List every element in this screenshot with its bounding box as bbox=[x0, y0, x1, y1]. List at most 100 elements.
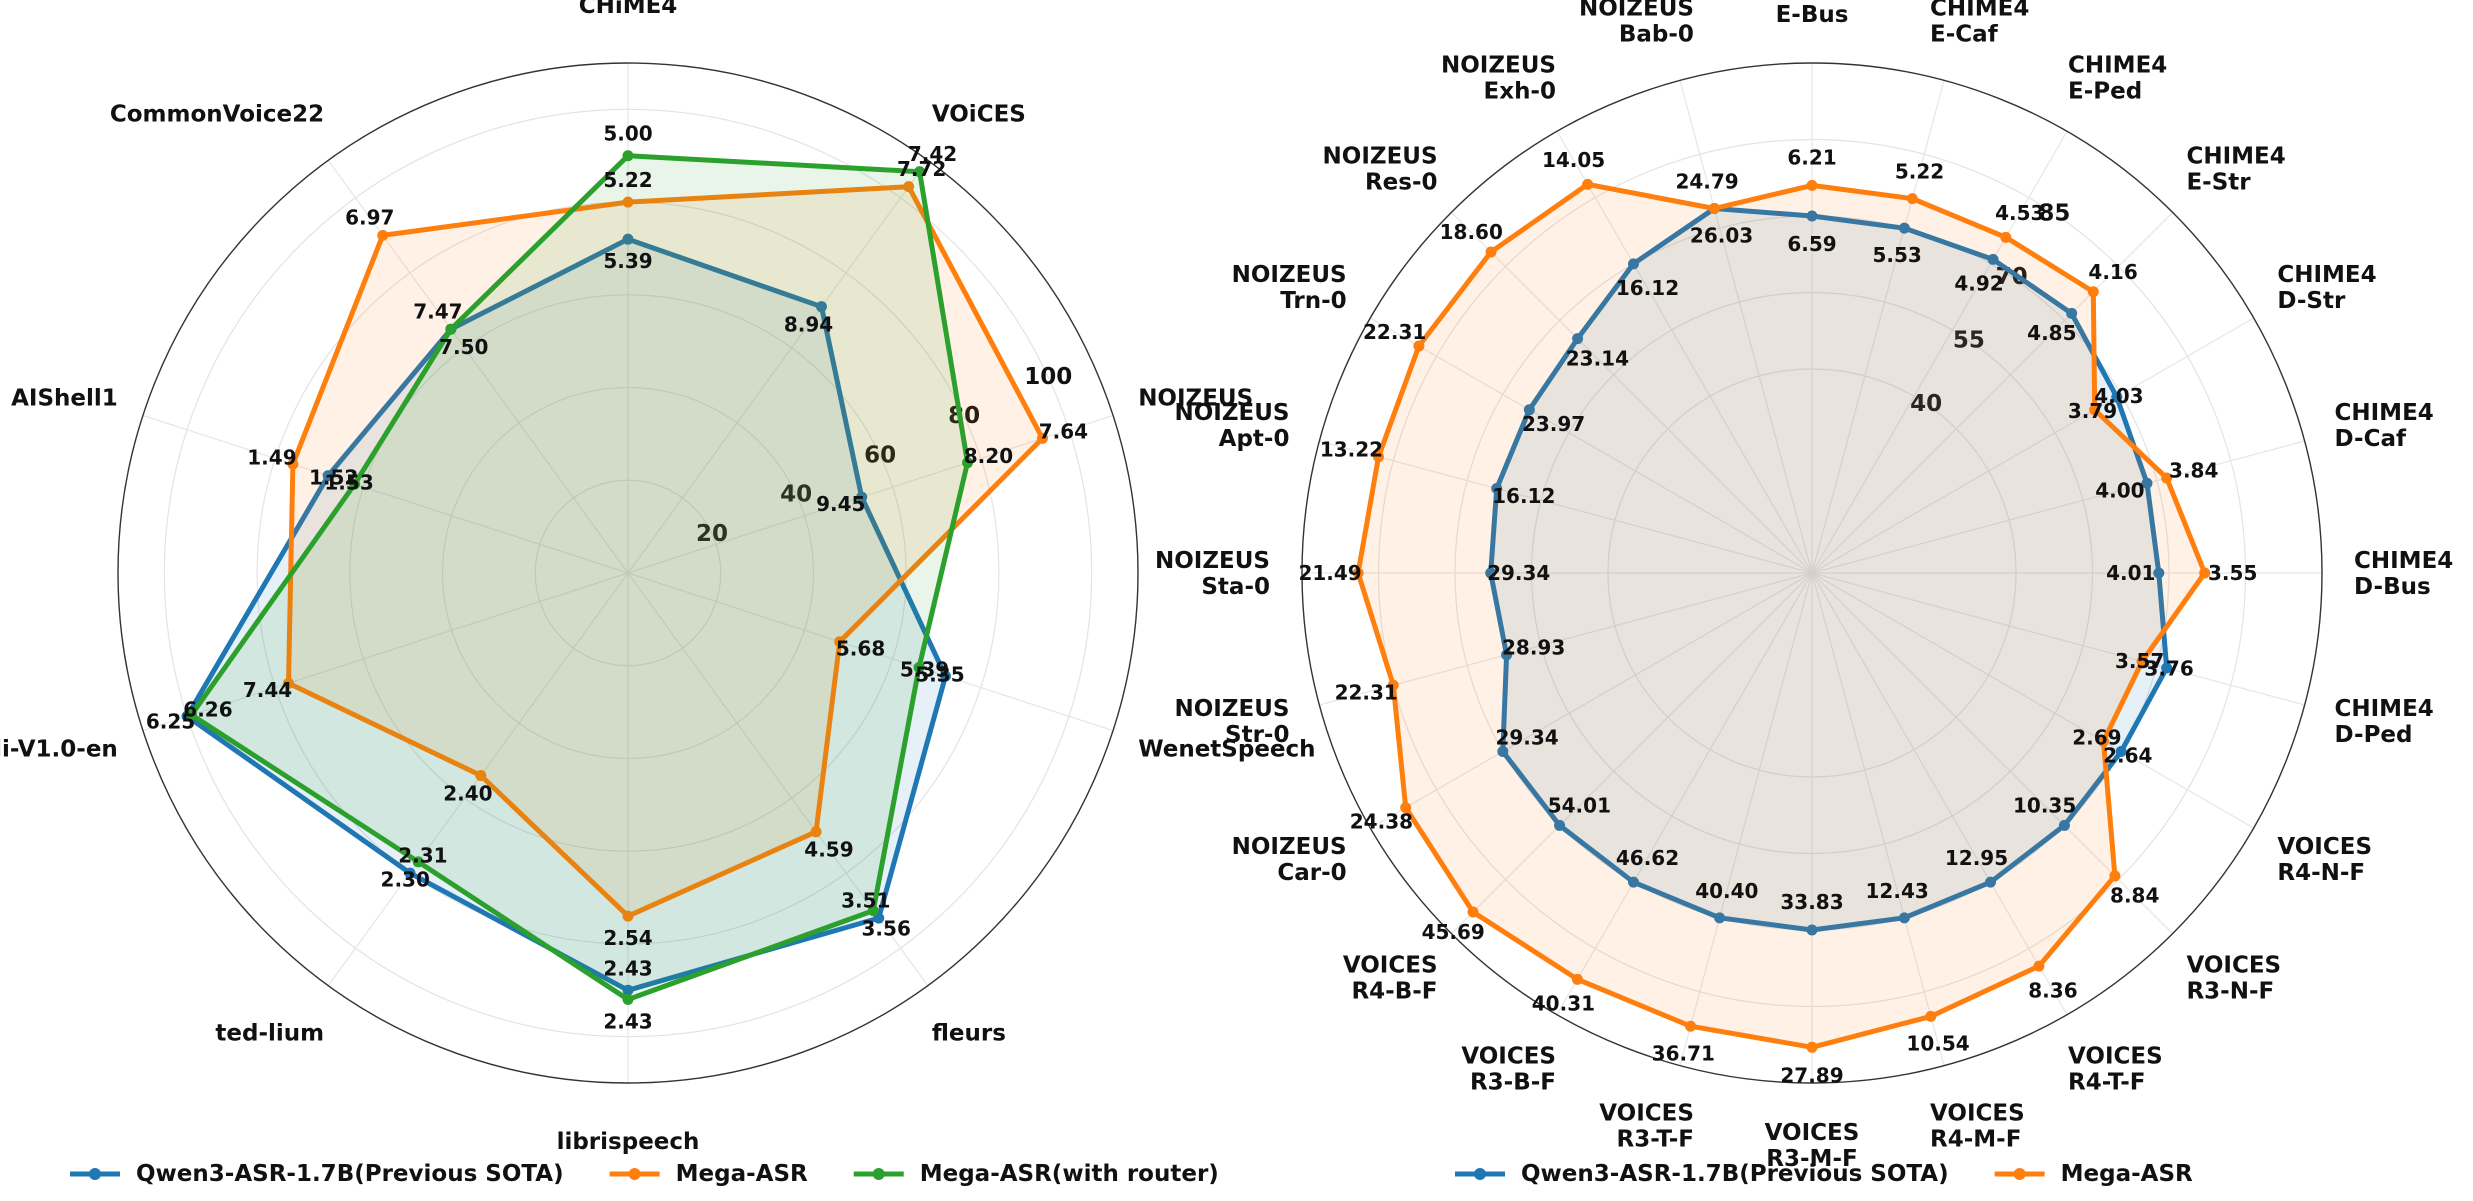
data-point bbox=[2098, 735, 2110, 747]
value-label: 16.12 bbox=[1616, 276, 1679, 300]
category-label-line: CHIME4 bbox=[2186, 144, 2285, 170]
value-label: 40.31 bbox=[1532, 992, 1595, 1016]
data-point bbox=[185, 709, 197, 721]
grid-spoke bbox=[1811, 572, 1945, 1066]
data-point bbox=[2000, 231, 2012, 243]
data-point bbox=[1898, 912, 1910, 924]
grid-spoke bbox=[1319, 440, 1813, 574]
value-label: 29.34 bbox=[1487, 561, 1550, 585]
data-point bbox=[1485, 567, 1497, 579]
value-label: 6.97 bbox=[345, 206, 394, 230]
data-point bbox=[1806, 179, 1818, 191]
category-label-line: E-Caf bbox=[1930, 21, 1999, 47]
category-label-line: R4-B-F bbox=[1351, 978, 1437, 1004]
category-label-line: D-Str bbox=[2277, 288, 2346, 314]
category-label-line: NOIZEUS bbox=[1441, 53, 1556, 79]
radial-tick-label: 100 bbox=[1024, 364, 1072, 390]
value-label: 27.89 bbox=[1780, 1063, 1843, 1087]
data-point bbox=[2141, 477, 2153, 489]
data-point bbox=[622, 196, 634, 208]
value-label: 9.45 bbox=[816, 492, 865, 516]
value-label: 21.49 bbox=[1298, 561, 1361, 585]
data-point bbox=[412, 856, 424, 868]
category-label-voices: VOiCES bbox=[932, 101, 1026, 127]
value-label: 18.60 bbox=[1440, 220, 1503, 244]
data-point bbox=[914, 166, 926, 178]
category-label-line: NOIZEUS bbox=[1232, 262, 1347, 288]
data-point bbox=[1400, 802, 1412, 814]
value-label: 5.53 bbox=[1872, 243, 1921, 267]
category-label-line: VOiCES bbox=[932, 101, 1026, 127]
value-label: 5.39 bbox=[900, 657, 949, 681]
category-label-line: E-Bus bbox=[1776, 2, 1849, 28]
category-label-line: NOIZEUS bbox=[1323, 144, 1438, 170]
grid-spoke bbox=[627, 414, 1114, 574]
category-label-line: VOICES bbox=[1343, 952, 1438, 978]
category-label-line: CHIME4 bbox=[2335, 696, 2434, 722]
value-label: 45.69 bbox=[1422, 920, 1485, 944]
category-label-voxpopuli-v1-0-en: Voxpopuli-V1.0-en bbox=[0, 737, 118, 763]
category-label-line: VOICES bbox=[1765, 1120, 1860, 1146]
data-point bbox=[349, 478, 361, 490]
series-mega-asr bbox=[1352, 178, 2211, 1053]
value-label: 5.68 bbox=[836, 637, 885, 661]
category-label-line: AIShell1 bbox=[11, 385, 118, 411]
value-label: 46.62 bbox=[1616, 846, 1679, 870]
category-label-line: Bab-0 bbox=[1619, 21, 1694, 47]
data-point bbox=[1413, 340, 1425, 352]
data-point bbox=[404, 867, 416, 879]
category-label-line: ted-lium bbox=[215, 1021, 324, 1047]
outer-ring bbox=[1301, 62, 2323, 1084]
series-polygon bbox=[189, 153, 970, 1002]
category-label-line: Car-0 bbox=[1277, 860, 1346, 886]
data-point bbox=[1628, 258, 1639, 270]
legend-label: Qwen3-ASR-1.7B(Previous SOTA) bbox=[1521, 1161, 1949, 1187]
value-label: 2.43 bbox=[603, 956, 652, 980]
data-point bbox=[1685, 1020, 1697, 1032]
value-label: 3.57 bbox=[2115, 649, 2164, 673]
data-point bbox=[622, 994, 634, 1006]
value-label: 3.56 bbox=[862, 916, 911, 940]
data-point bbox=[2066, 307, 2078, 319]
category-label-line: Exh-0 bbox=[1484, 79, 1556, 105]
data-point bbox=[1985, 876, 1996, 888]
data-point bbox=[2087, 286, 2099, 298]
value-labels-mega-asr-with-router: 5.007.428.205.353.562.432.306.251.527.47 bbox=[146, 122, 1013, 1034]
value-label: 3.51 bbox=[841, 888, 890, 912]
data-point bbox=[1925, 1010, 1937, 1022]
data-point bbox=[2161, 472, 2173, 484]
value-label: 26.03 bbox=[1690, 224, 1753, 248]
data-point bbox=[2111, 391, 2123, 403]
value-label: 40.40 bbox=[1695, 879, 1758, 903]
data-point bbox=[622, 984, 634, 996]
grid-spoke bbox=[1679, 80, 1813, 574]
category-label-line: D-Caf bbox=[2335, 426, 2407, 452]
category-label-line: Trn-0 bbox=[1280, 288, 1346, 314]
data-point bbox=[1708, 202, 1720, 214]
value-label: 7.44 bbox=[243, 678, 292, 702]
series-mega-asr bbox=[282, 181, 1048, 922]
legend-item-qwen3-asr-1-7b-previous-sota: Qwen3-ASR-1.7B(Previous SOTA) bbox=[1455, 1161, 1949, 1187]
grid-spoke bbox=[142, 414, 629, 574]
category-label-line: VOICES bbox=[2277, 834, 2372, 860]
category-label-line: VOICES bbox=[1930, 1101, 2025, 1127]
radar-chart-datasets: 204060801005.398.949.455.393.512.432.316… bbox=[0, 0, 1316, 1155]
data-point bbox=[2199, 567, 2211, 579]
radial-tick-label: 40 bbox=[1910, 391, 1942, 417]
category-label-line: Sta-0 bbox=[1201, 574, 1270, 600]
legend-item-mega-asr-with-router: Mega-ASR(with router) bbox=[853, 1161, 1219, 1187]
value-label: 2.43 bbox=[603, 1010, 652, 1034]
category-label-line: R3-T-F bbox=[1617, 1127, 1694, 1153]
value-label: 2.31 bbox=[398, 843, 447, 867]
category-label-line: E-Ped bbox=[2068, 79, 2142, 105]
category-label-line: NOIZEUS bbox=[1174, 696, 1289, 722]
value-label: 2.69 bbox=[2072, 726, 2121, 750]
